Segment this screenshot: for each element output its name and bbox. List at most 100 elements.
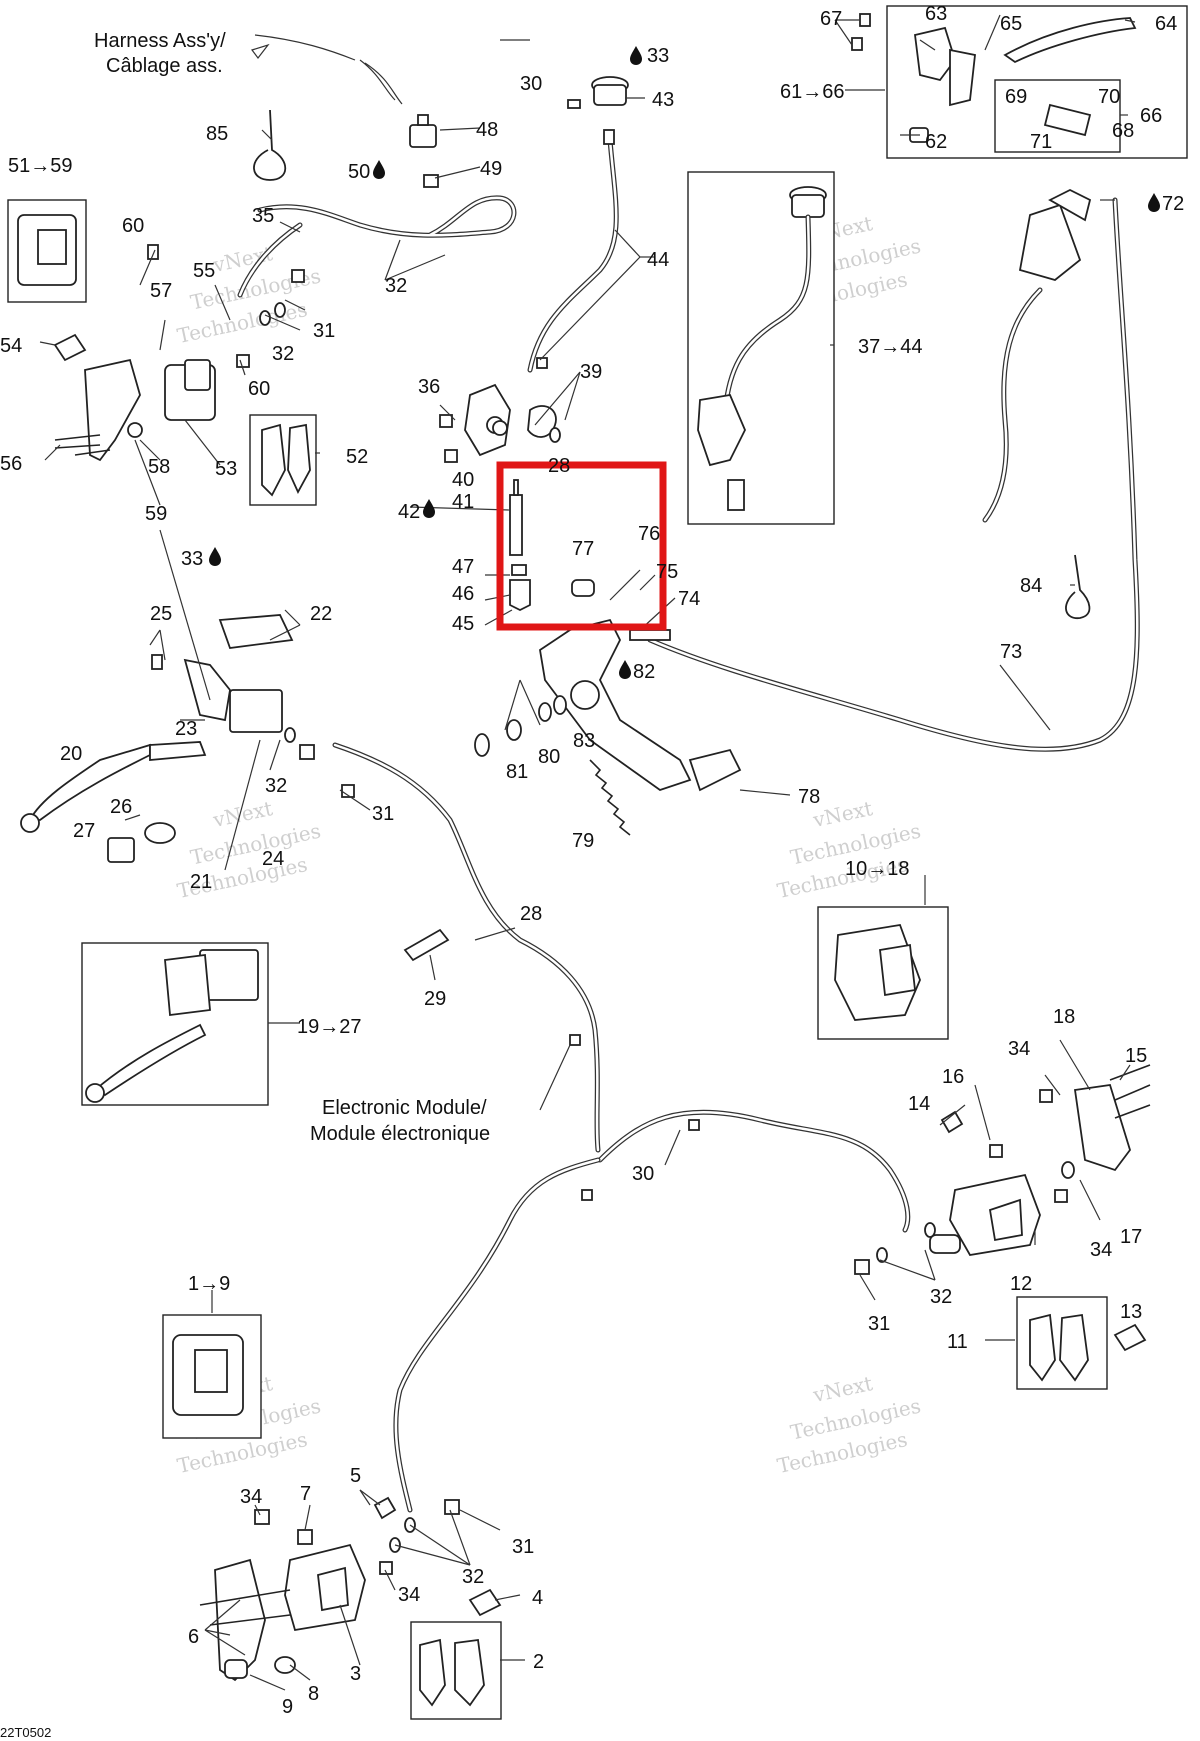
droplet-icon [209,547,221,566]
callout-24: 24 [262,848,284,870]
callout-75: 75 [656,561,678,583]
callout-68: 68 [1112,120,1134,142]
callout-39: 39 [580,361,602,383]
callout-40: 40 [452,469,474,491]
callout-78: 78 [798,786,820,808]
callout-35: 35 [252,205,274,227]
watermark-line1: vNext [810,1371,875,1407]
callout-72: 72 [1162,193,1184,215]
watermark: vNext Technologies Technologies [775,796,923,903]
callout-31-a: 31 [313,320,335,342]
callout-34-a: 34 [1008,1038,1030,1060]
cable-tie-84 [1065,554,1091,619]
cable-tie-85 [253,109,287,181]
callout-2: 2 [533,1651,544,1673]
watermark-line1: vNext [210,241,275,277]
callout-77: 77 [572,538,594,560]
callout-67: 67 [820,8,842,30]
callout-52: 52 [346,446,368,468]
callout-44: 44 [647,249,669,271]
switch-48 [409,114,439,188]
callout-20: 20 [60,743,82,765]
caliper-lower-left [199,1543,366,1682]
callout-76: 76 [638,523,660,545]
watermark-line1: vNext [210,796,275,832]
droplet-icon [630,46,642,65]
junction-block [464,383,557,457]
callout-43: 43 [652,89,674,111]
callout-32-c: 32 [265,775,287,797]
callout-9: 9 [282,1696,293,1718]
callout-32-d: 32 [930,1286,952,1308]
brake-pedal-78 [539,618,742,792]
callout-37-44: 37→44 [858,336,923,358]
callout-47: 47 [452,556,474,578]
callout-33-top: 33 [647,45,669,67]
harness-label-en: Harness Ass'y/ [94,30,226,52]
callout-50: 50 [348,161,370,183]
callout-28: 28 [520,903,542,925]
callout-46: 46 [452,583,474,605]
callout-81: 81 [506,761,528,783]
callout-62: 62 [925,131,947,153]
callout-69: 69 [1005,86,1027,108]
callout-27: 27 [73,820,95,842]
brake-lines [237,59,1140,1513]
callout-55: 55 [193,260,215,282]
callout-13: 13 [1120,1301,1142,1323]
droplet-icons [209,46,1160,679]
callout-17: 17 [1120,1226,1142,1248]
callout-54: 54 [0,335,22,357]
callout-11: 11 [947,1331,968,1353]
callout-74: 74 [678,588,700,610]
callout-25: 25 [150,603,172,625]
callout-63: 63 [925,3,947,25]
handlebar-grip [1018,188,1092,281]
droplet-icon [423,499,435,518]
droplet-icon [619,660,631,679]
harness-label-fr: Câblage ass. [106,55,223,77]
callout-12: 12 [1010,1273,1032,1295]
callout-4: 4 [532,1587,543,1609]
callout-57: 57 [150,280,172,302]
watermark: vNext Technologies Technologies [175,796,323,903]
callout-51-59: 51→59 [8,155,73,177]
highlight-box [496,461,667,631]
callout-34-b: 34 [1090,1239,1112,1261]
callout-28b: 28 [548,455,570,477]
callout-59: 59 [145,503,167,525]
callout-23: 23 [175,718,197,740]
callout-33-left: 33 [181,548,203,570]
plunger-assembly [509,479,595,612]
figure-code: 22T0502 [0,1725,51,1740]
part-shapes [20,76,1151,1682]
module-label-en: Electronic Module/ [322,1097,487,1119]
callout-31-b: 31 [372,803,394,825]
callout-45: 45 [452,613,474,635]
callout-26: 26 [110,796,132,818]
callout-41: 41 [452,491,474,513]
callout-8: 8 [308,1683,319,1705]
caliper-bracket-left-top [54,358,216,462]
caliper-right [929,1064,1151,1256]
callout-84: 84 [1020,575,1042,597]
module-label-fr: Module électronique [310,1123,490,1145]
callout-30-top: 30 [520,73,542,95]
callout-71: 71 [1030,131,1052,153]
callout-60-a: 60 [122,215,144,237]
callout-36: 36 [418,376,440,398]
callout-58: 58 [148,456,170,478]
inset-boxes [7,5,1188,1720]
callout-30-mid: 30 [632,1163,654,1185]
callout-65: 65 [1000,13,1022,35]
callout-15: 15 [1125,1045,1147,1067]
callout-49: 49 [480,158,502,180]
callout-32-a: 32 [385,275,407,297]
watermark: vNext Technologies Technologies [175,241,323,348]
callout-22: 22 [310,603,332,625]
callout-10-18: 10→18 [845,858,910,880]
callout-31-c: 31 [868,1313,890,1335]
orings-80-83 [474,695,567,757]
callout-16: 16 [942,1066,964,1088]
